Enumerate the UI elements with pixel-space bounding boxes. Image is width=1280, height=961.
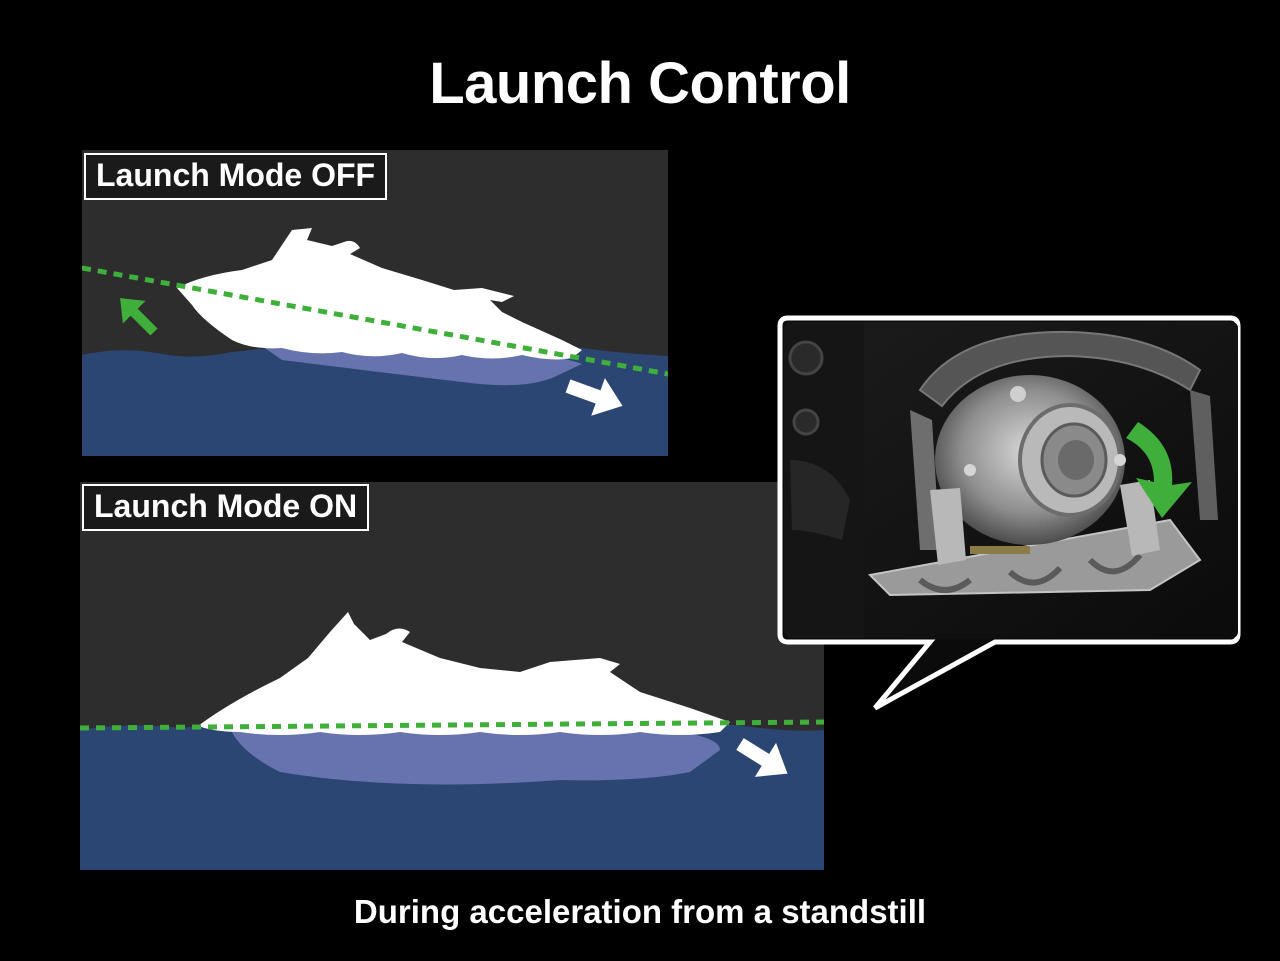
- thrust-arrow-icon: [565, 378, 623, 416]
- panel-label-off: Launch Mode OFF: [84, 153, 388, 200]
- trim-line-icon: [82, 265, 668, 377]
- craft-silhouette-icon: [198, 612, 730, 735]
- launch-off-diagram: [82, 150, 668, 456]
- panel-launch-on: Launch Mode ON: [80, 482, 824, 870]
- slide-caption: During acceleration from a standstill: [353, 893, 927, 930]
- thrust-arrow-icon: [736, 738, 788, 777]
- slide-title: Launch Control: [429, 51, 851, 116]
- callout-bubble: [777, 315, 1241, 711]
- craft-silhouette-icon: [177, 228, 582, 360]
- trim-line-icon: [80, 719, 824, 731]
- nozzle-callout: [770, 310, 1250, 725]
- rotation-arrow-icon: [1126, 422, 1192, 518]
- launch-on-diagram: [80, 482, 824, 870]
- hull-shadow: [230, 725, 720, 785]
- bow-lift-arrow-icon: [120, 298, 158, 336]
- panel-label-on: Launch Mode ON: [82, 484, 370, 531]
- panel-launch-off: Launch Mode OFF: [82, 150, 668, 456]
